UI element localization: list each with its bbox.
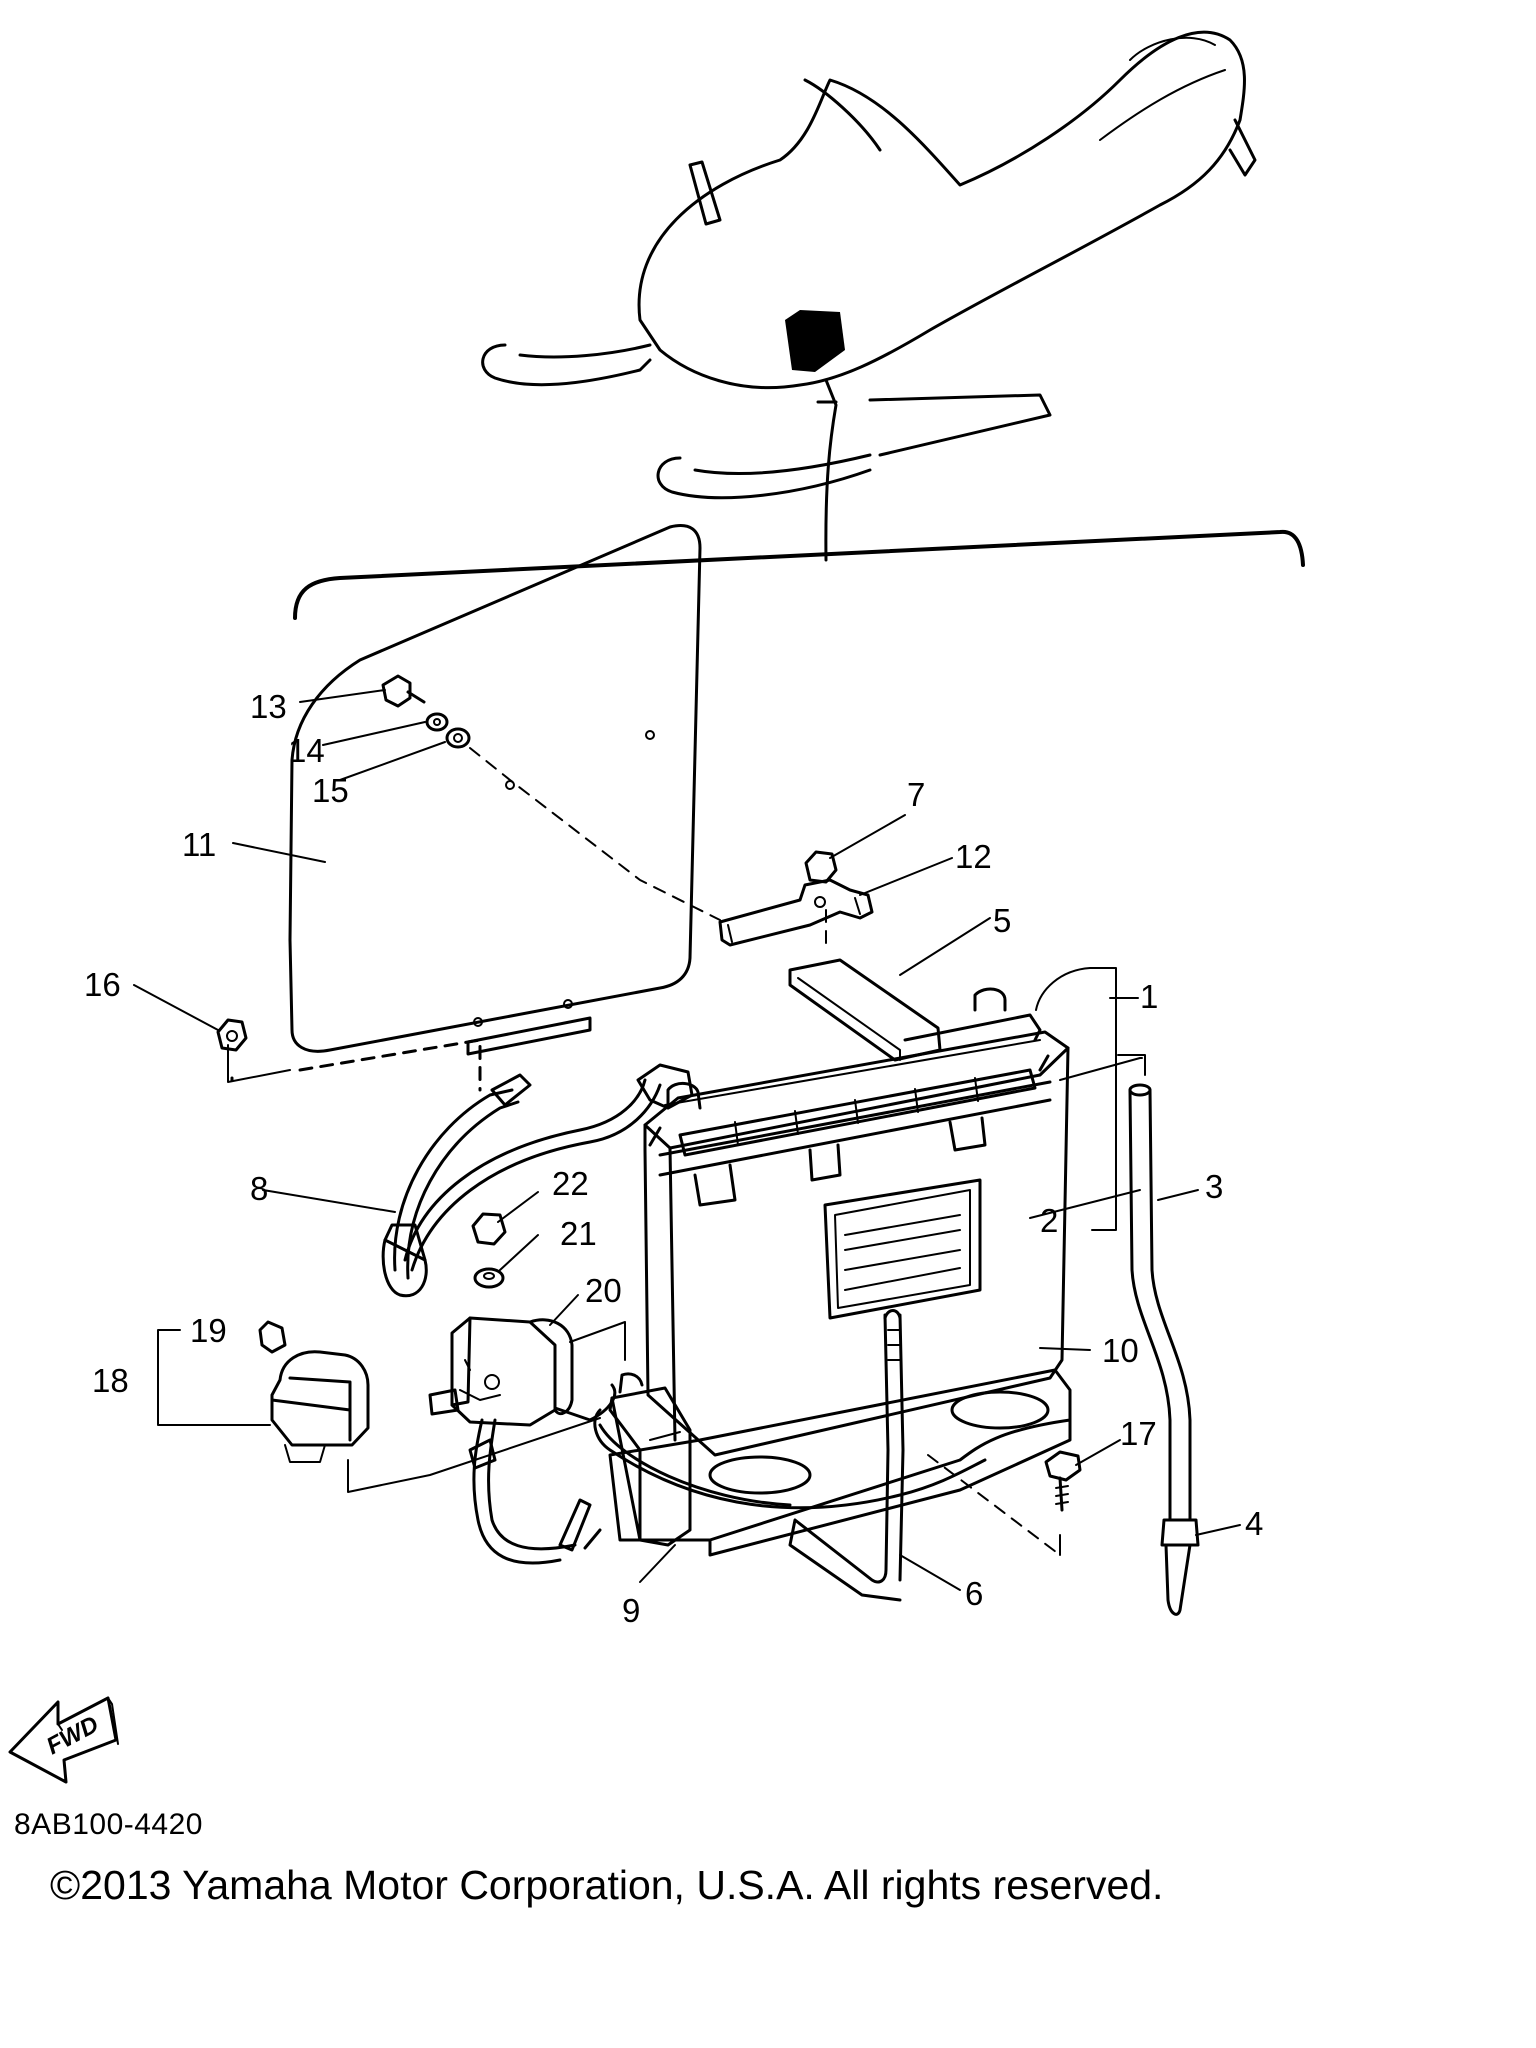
washer-15 bbox=[445, 727, 471, 749]
leader-1-bracket bbox=[1035, 967, 1117, 1231]
callout-17: 17 bbox=[1120, 1415, 1157, 1452]
leader-16-bracket bbox=[227, 1044, 291, 1083]
callout-15: 15 bbox=[312, 772, 349, 809]
battery-tray-10 bbox=[608, 1368, 1072, 1557]
snowmobile-overview bbox=[481, 30, 1257, 562]
callout-3: 3 bbox=[1205, 1168, 1223, 1205]
callout-22: 22 bbox=[552, 1165, 589, 1202]
leader-17-dash bbox=[927, 1454, 1061, 1556]
callout-9: 9 bbox=[622, 1592, 640, 1629]
battery-strap-12 bbox=[718, 878, 874, 951]
nut-16 bbox=[216, 1018, 248, 1052]
relay-18 bbox=[270, 1350, 370, 1463]
nut-7 bbox=[804, 850, 838, 884]
leader-1-bracket-b bbox=[1117, 1054, 1146, 1076]
bolt-13 bbox=[381, 674, 426, 708]
callout-13: 13 bbox=[250, 688, 287, 725]
hold-down-rod-6 bbox=[788, 1309, 905, 1602]
battery-cable-8 bbox=[381, 1063, 694, 1298]
relay20-to-battery-line bbox=[569, 1321, 626, 1361]
callout-7: 7 bbox=[907, 776, 925, 813]
detail-bracket bbox=[293, 529, 1305, 620]
washer-21 bbox=[473, 1267, 505, 1289]
leader-18-19-bracket bbox=[157, 1329, 271, 1426]
callout-4: 4 bbox=[1245, 1505, 1263, 1542]
diagram-code: 8AB100-4420 bbox=[14, 1808, 203, 1841]
battery-cover-plate-5 bbox=[788, 958, 942, 1062]
callout-20: 20 bbox=[585, 1272, 622, 1309]
callout-18: 18 bbox=[92, 1362, 129, 1399]
relay-to-tray-line bbox=[347, 1417, 601, 1493]
callout-labels: 1 2 3 4 5 6 7 8 9 10 11 12 13 14 15 16 1… bbox=[84, 688, 1263, 1629]
callout-12: 12 bbox=[955, 838, 992, 875]
callout-21: 21 bbox=[560, 1215, 597, 1252]
washer-14 bbox=[425, 712, 449, 732]
leader-13-15-path bbox=[469, 747, 721, 921]
callout-6: 6 bbox=[965, 1575, 983, 1612]
callout-14: 14 bbox=[288, 732, 325, 769]
copyright-text: ©2013 Yamaha Motor Corporation, U.S.A. A… bbox=[50, 1862, 1164, 1908]
callout-1: 1 bbox=[1140, 978, 1158, 1015]
leader-lines bbox=[133, 689, 1241, 1591]
callout-19: 19 bbox=[190, 1312, 227, 1349]
callout-8: 8 bbox=[250, 1170, 268, 1207]
battery-2 bbox=[643, 987, 1070, 1457]
callout-16: 16 bbox=[84, 966, 121, 1003]
starter-relay-20 bbox=[428, 1316, 617, 1565]
bolt-17 bbox=[1044, 1450, 1082, 1512]
vent-tube-3 bbox=[1128, 1083, 1192, 1522]
battery-panel bbox=[230, 524, 702, 1092]
relay-bracket-9 bbox=[608, 1372, 692, 1547]
callout-10: 10 bbox=[1102, 1332, 1139, 1369]
callout-2: 2 bbox=[1040, 1202, 1058, 1239]
tube-clamp-4 bbox=[1160, 1518, 1200, 1616]
callout-11: 11 bbox=[182, 826, 216, 863]
fwd-arrow-icon: FWD bbox=[8, 1696, 119, 1784]
nut-22 bbox=[471, 1212, 507, 1246]
callout-5: 5 bbox=[993, 902, 1011, 939]
fuse-19 bbox=[258, 1320, 287, 1354]
